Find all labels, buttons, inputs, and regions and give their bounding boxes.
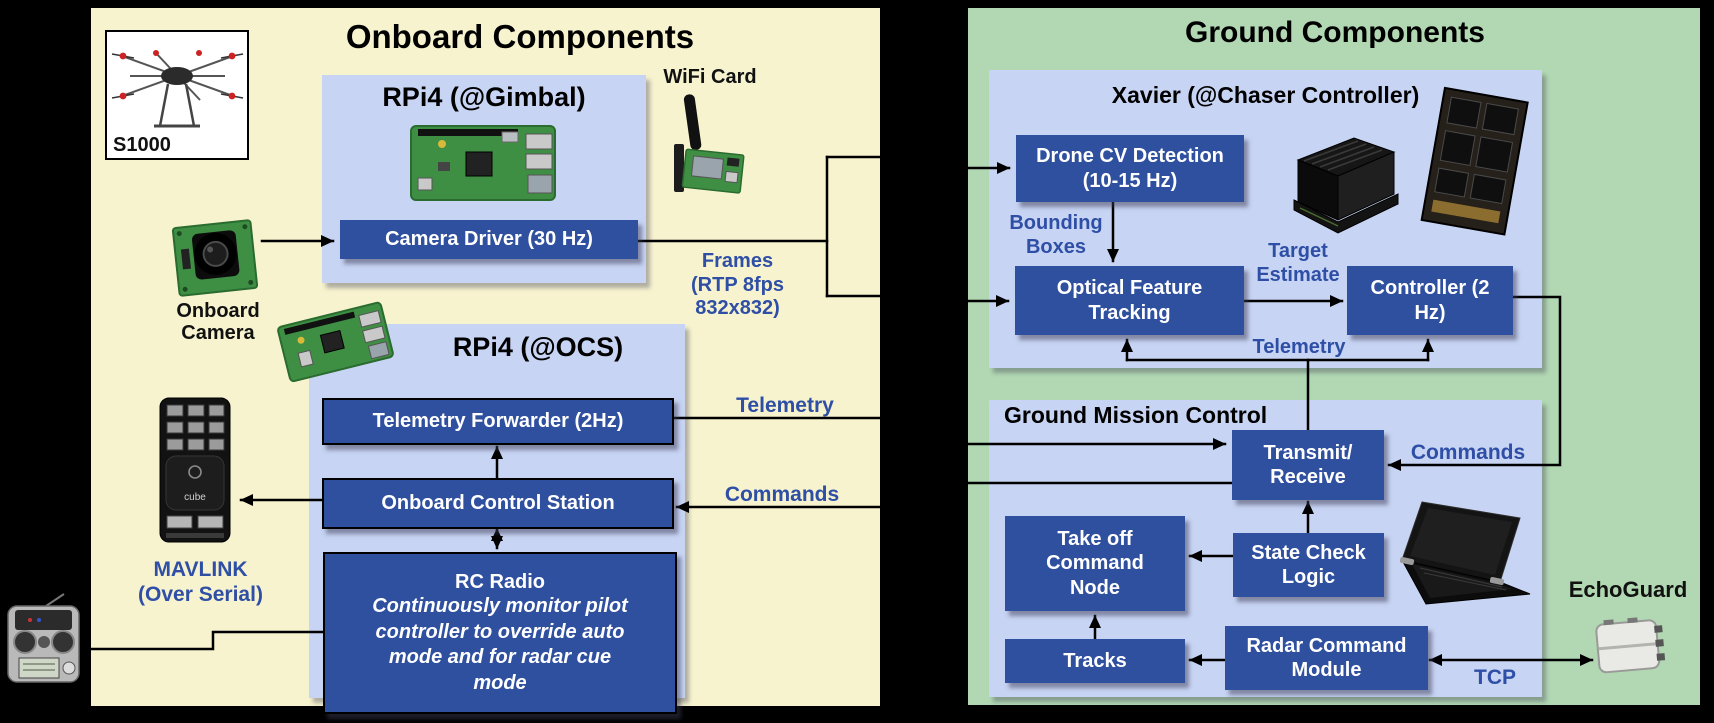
onboard-camera-label: Onboard Camera xyxy=(176,300,260,344)
echoguard-radar-image xyxy=(1595,617,1666,674)
commands-link-label-onboard: Commands xyxy=(724,483,840,506)
rc-radio-title: RC Radio xyxy=(455,570,545,593)
jetson-xavier-devkit-image xyxy=(1293,137,1399,234)
onboard-control-station-box: Onboard Control Station xyxy=(322,478,674,529)
rc-radio-note: Continuously monitor pilot controller to… xyxy=(372,595,628,694)
mavlink-label: MAVLINK (Over Serial) xyxy=(138,558,263,606)
onboard-camera-image xyxy=(171,219,259,297)
wifi-card-label: WiFi Card xyxy=(663,66,757,88)
raspberry-pi-ocs-image xyxy=(277,301,394,383)
tcp-label: TCP xyxy=(1474,666,1516,689)
drone-cv-detection-box: Drone CV Detection (10-15 Hz) xyxy=(1016,135,1244,202)
state-check-logic-box: State Check Logic xyxy=(1233,533,1384,597)
pixhawk-cube-image: cube xyxy=(159,397,231,543)
pixhawk-cube-text: cube xyxy=(184,492,206,503)
ground-title: Ground Components xyxy=(1185,16,1485,49)
rc-transmitter-image xyxy=(7,593,80,683)
ground-mission-control-title: Ground Mission Control xyxy=(1004,402,1268,428)
telemetry-forwarder-box: Telemetry Forwarder (2Hz) xyxy=(322,398,674,445)
xavier-title: Xavier (@Chaser Controller) xyxy=(1111,82,1420,108)
camera-driver-box: Camera Driver (30 Hz) xyxy=(340,220,638,259)
telemetry-link-label-onboard: Telemetry xyxy=(736,394,834,417)
bounding-boxes-label: Bounding Boxes xyxy=(1009,212,1103,258)
laptop-image xyxy=(1399,501,1531,605)
take-off-command-node-box: Take off Command Node xyxy=(1005,516,1185,611)
tracks-box: Tracks xyxy=(1005,639,1185,683)
s1000-drone-image xyxy=(111,50,243,128)
transmit-receive-box: Transmit/ Receive xyxy=(1232,430,1384,500)
frames-label: Frames (RTP 8fps 832x832) xyxy=(691,250,784,320)
wifi-card-image xyxy=(674,94,745,194)
commands-link-label-ground: Commands xyxy=(1410,441,1526,464)
radar-command-module-box: Radar Command Module xyxy=(1225,626,1428,690)
jetson-xavier-module-image xyxy=(1420,86,1529,236)
target-estimate-label: Target Estimate xyxy=(1256,240,1340,286)
s1000-label: S1000 xyxy=(113,134,171,156)
s1000-frame: S1000 xyxy=(105,30,249,160)
gimbal-pi-title: RPi4 (@Gimbal) xyxy=(382,82,586,112)
rc-radio-box: RC Radio Continuously monitor pilot cont… xyxy=(323,552,677,714)
ocs-pi-title: RPi4 (@OCS) xyxy=(452,332,624,362)
optical-feature-tracking-box: Optical Feature Tracking xyxy=(1015,266,1244,335)
telemetry-link-label-ground: Telemetry xyxy=(1252,336,1346,358)
controller-box: Controller (2 Hz) xyxy=(1347,266,1513,335)
raspberry-pi-gimbal-image xyxy=(410,125,556,201)
echoguard-label: EchoGuard xyxy=(1568,577,1688,602)
onboard-title: Onboard Components xyxy=(345,18,695,55)
